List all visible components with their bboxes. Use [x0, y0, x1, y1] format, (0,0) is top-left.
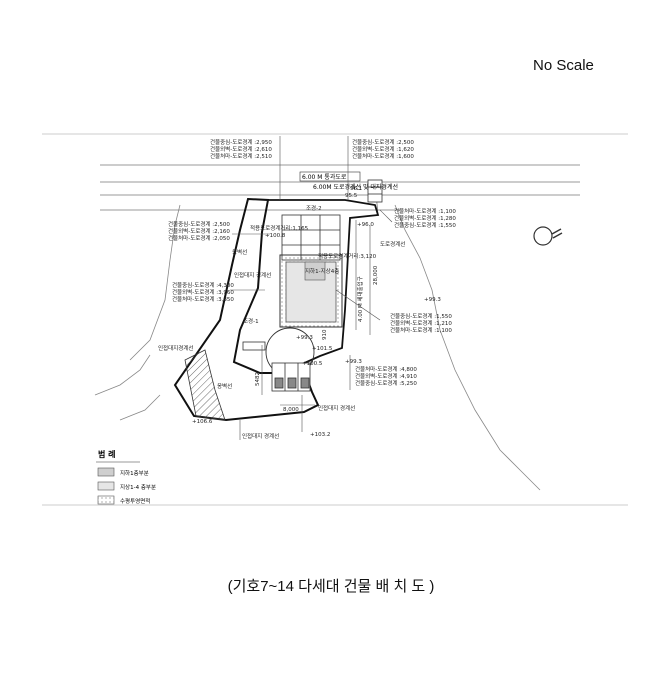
dim-text-top-left-1: 건물외벽-도로경계 :2,610: [210, 145, 272, 153]
level-993-low: +99.3: [345, 359, 362, 365]
dim-text-top-right-2: 건물처마-도로경계 :1,600: [352, 152, 414, 160]
road-lines: [100, 164, 580, 216]
label-building-name: 지하1-지상4층: [305, 267, 339, 275]
legend-title: 범 례: [98, 449, 116, 459]
retaining-wall-hatch: [184, 349, 226, 421]
label-injeop-mid: 인접대지 경계선: [234, 271, 271, 279]
dim-text-left-mid-1: 건물외벽-도로경계 :3,960: [172, 288, 234, 296]
dim-text-right-upper-0: 건물처마-도로경계 :1,100: [394, 207, 456, 215]
level-1005: +100.5: [302, 361, 323, 367]
dim-text-left-upper-0: 건물중심-도로경계 :2,500: [168, 220, 230, 228]
label-onbyeok-bottom: 옹벽선: [217, 382, 232, 390]
label-jochong2: 조경-2: [306, 205, 322, 212]
dim-text-bottom-right-1: 건물외벽-도로경계 :4,910: [355, 372, 417, 380]
terrain-contours: [94, 204, 541, 491]
building-footprint: [279, 254, 343, 328]
entry-structure: [367, 179, 383, 203]
level-993-mid: +99.3: [296, 335, 313, 341]
dim-text-top-left-0: 건물중심-도로경계 :2,950: [210, 138, 272, 146]
dim-text-left-mid-2: 건물처마-도로경계 :3,850: [172, 295, 234, 303]
level-960: +96.0: [357, 222, 374, 228]
level-1032: +103.2: [310, 432, 330, 438]
label-injeop-left: 인접대지경계선: [158, 344, 193, 352]
parking-top: [281, 214, 341, 261]
parking-bottom: [242, 341, 311, 392]
level-1008: +100.8: [265, 233, 286, 239]
legend-swatch-1: [97, 481, 115, 491]
dim-text-top-right-1: 건물외벽-도로경계 :1,620: [352, 145, 414, 153]
level-993-right: +99.3: [424, 297, 441, 303]
label-dim-910: 910: [322, 329, 328, 340]
level-961: 96.1: [350, 186, 362, 192]
road-boundary-label: 6.00M 도로경계선 및 대지경계선: [313, 183, 398, 191]
dim-text-top-right-0: 건물중심-도로경계 :2,500: [352, 138, 414, 146]
north-arrow-icon: [533, 226, 563, 246]
label-injeop-lower: 인접대지 경계선: [242, 432, 279, 440]
dim-text-right-mid-1: 건물외벽-도로경계 :1,210: [390, 319, 452, 327]
legend-label-0: 지하1층부분: [120, 469, 149, 477]
label-front-dim-top: 적용도로경계거리:1,165: [250, 224, 309, 232]
label-vert-dim: 4.00 M 세대출입구: [356, 276, 364, 322]
label-dim-5482: 5482: [255, 372, 261, 386]
road-main-box: [299, 171, 361, 182]
legend-label-2: 수평투영면적: [120, 497, 150, 505]
dim-text-right-mid-2: 건물처마-도로경계 :1,100: [390, 326, 452, 334]
figure-caption: (기호7~14 다세대 건물 배 치 도 ): [227, 578, 435, 595]
dim-text-right-upper-1: 건물외벽-도로경계 :1,280: [394, 214, 456, 222]
no-scale-label: No Scale: [533, 57, 594, 74]
site-boundary-right: [268, 199, 380, 366]
dim-text-top-left-2: 건물처마-도로경계 :2,510: [210, 152, 272, 160]
dim-text-bottom-right-0: 건물처마-도로경계 :4,800: [355, 365, 417, 373]
label-dim-8000: 8,000: [283, 407, 299, 413]
label-jochong1: 조경-1: [243, 318, 259, 325]
level-955: 95.5: [345, 193, 358, 199]
label-injeop-bottom: 인접대지 경계선: [318, 404, 355, 412]
dim-text-bottom-right-2: 건물중심-도로경계 :5,250: [355, 379, 417, 387]
dimension-lines: [230, 136, 393, 440]
site-boundary: [173, 197, 320, 422]
dim-text-left-mid-0: 건물중심-도로경계 :4,300: [172, 281, 234, 289]
legend-swatch-0: [97, 467, 115, 477]
legend-swatch-2: [97, 495, 115, 505]
label-dim-28000: 28,000: [373, 265, 379, 285]
dim-text-left-upper-1: 건물외벽-도로경계 :2,160: [168, 227, 230, 235]
level-1066: +106.6: [192, 419, 213, 425]
dim-text-left-upper-2: 건물처마-도로경계 :2,050: [168, 234, 230, 242]
road-main-label: 6.00 M 통과도로: [302, 173, 347, 181]
dim-text-right-upper-2: 건물중심-도로경계 :1,550: [394, 221, 456, 229]
dim-text-right-mid-0: 건물중심-도로경계 :1,550: [390, 312, 452, 320]
legend-label-1: 지상1-4 층부분: [120, 483, 156, 491]
label-onbyeok-top: 옹벽선: [232, 248, 247, 256]
label-road-boundary-right: 도로경계선: [380, 240, 405, 248]
level-1015: +101.5: [312, 346, 333, 352]
label-front-dim: 적용도로경계거리:3,120: [318, 252, 377, 260]
